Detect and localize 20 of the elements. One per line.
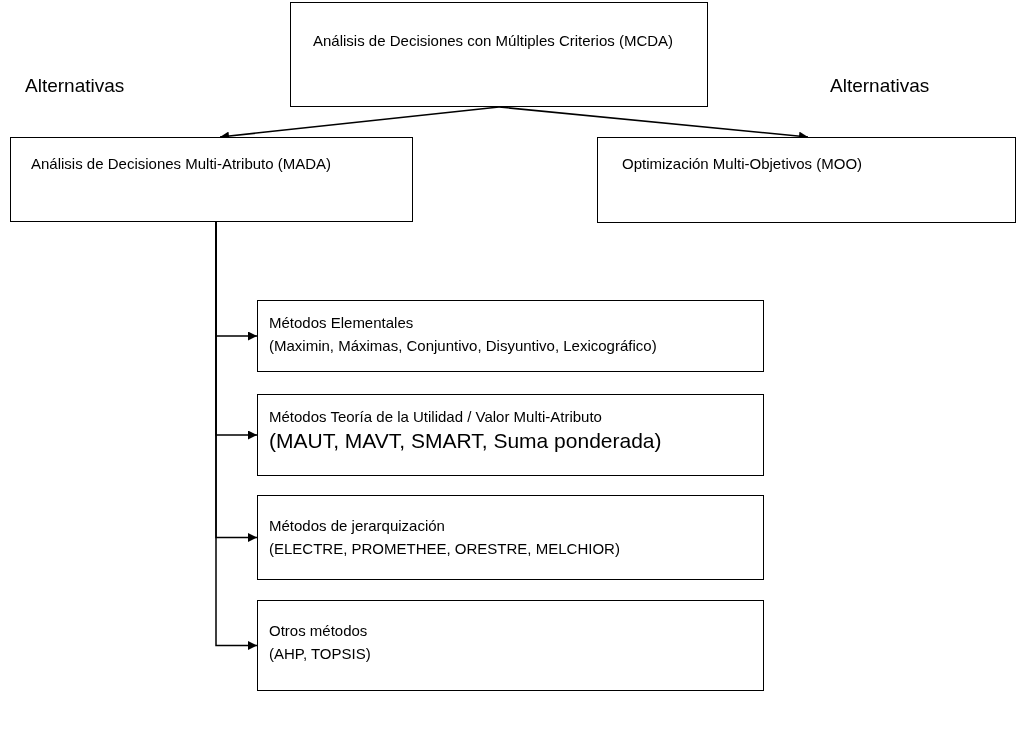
box-text: Métodos de jerarquización — [269, 516, 446, 536]
box-text: Otros métodos — [269, 621, 369, 641]
method-box — [10, 137, 413, 222]
alternatives-label: Alternativas — [830, 75, 930, 97]
method-box — [257, 600, 764, 691]
box-text: Métodos Elementales — [269, 313, 415, 333]
box-text: (ELECTRE, PROMETHEE, ORESTRE, MELCHIOR) — [269, 539, 621, 559]
box-text: (Maximin, Máximas, Conjuntivo, Disyuntivo, Lexicográfico) — [269, 336, 658, 356]
box-text: Análisis de Decisiones con Múltiples Criterios (MCDA) — [313, 31, 675, 51]
box-text: Métodos Teoría de la Utilidad / Valor Multi-Atributo — [269, 407, 603, 427]
method-box — [257, 394, 764, 476]
box-text: Optimización Multi-Objetivos (MOO) — [622, 154, 864, 174]
method-box — [597, 137, 1016, 223]
box-text: Análisis de Decisiones Multi-Atributo (MADA) — [31, 154, 333, 174]
box-text: (AHP, TOPSIS) — [269, 644, 372, 664]
method-box — [257, 495, 764, 580]
alternatives-label: Alternativas — [25, 75, 125, 97]
method-box — [290, 2, 708, 107]
box-text: (MAUT, MAVT, SMART, Suma ponderada) — [269, 428, 663, 454]
method-box — [257, 300, 764, 372]
